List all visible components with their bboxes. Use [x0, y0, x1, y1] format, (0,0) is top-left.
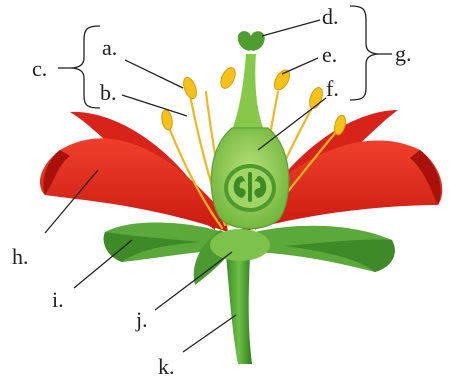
stigma [237, 31, 265, 51]
label-d: d. [322, 4, 339, 29]
label-h: h. [12, 244, 29, 269]
leader-b [121, 94, 188, 117]
leader-j [154, 251, 233, 311]
sepal-left-shade [103, 232, 200, 262]
leader-lines [44, 5, 392, 353]
receptacle [210, 229, 270, 261]
label-f: f. [326, 76, 339, 101]
leader-e [281, 57, 319, 75]
leader-d [261, 19, 321, 37]
petal-right-curl [410, 150, 441, 205]
petal-left [40, 138, 228, 232]
leader-h [44, 169, 99, 234]
leader-f [257, 97, 327, 151]
label-j: j. [135, 307, 148, 332]
petal-right [242, 140, 443, 232]
leader-i [73, 239, 133, 289]
label-e: e. [322, 42, 337, 67]
label-a: a. [102, 35, 117, 60]
label-b: b. [100, 80, 117, 105]
label-c: c. [32, 56, 47, 81]
stem [226, 255, 252, 364]
label-g: g. [395, 41, 412, 66]
label-k: k. [158, 354, 175, 379]
sepal-right-shade [285, 239, 395, 272]
petal-left-curl [43, 150, 70, 195]
label-i: i. [52, 287, 64, 312]
bracket-c [69, 25, 101, 109]
style [232, 54, 264, 130]
bracket-g [349, 5, 381, 101]
leader-a [124, 59, 184, 89]
ovules [233, 172, 267, 202]
leader-k [182, 314, 237, 353]
